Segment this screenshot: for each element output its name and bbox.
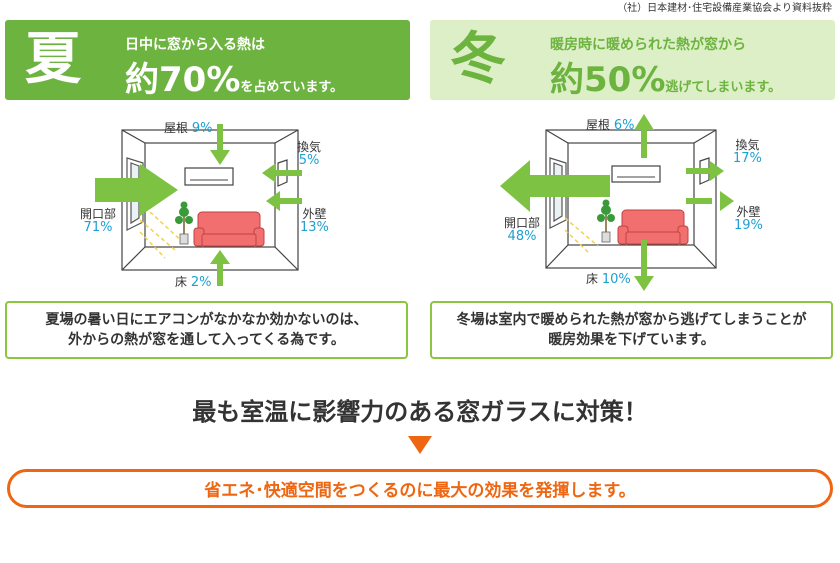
summer-arrow-wall (278, 198, 302, 204)
conclusion-banner: 省エネ･快適空間をつくるのに最大の効果を発揮します。 (7, 469, 833, 508)
winter-banner-line2: 約50%逃げてしまいます。 (550, 52, 781, 101)
summer-arrow-vent (274, 170, 302, 176)
summer-label-floor: 床 2% (175, 275, 212, 290)
summer-banner: 夏 日中に窓から入る熱は 約70%を占めています。 (5, 20, 410, 100)
winter-caption-line2: 暖房効果を下げています。 (548, 332, 715, 348)
summer-caption: 夏場の暑い日にエアコンがなかなか効かないのは、 外からの熱が窓を通して入ってくる… (5, 301, 408, 359)
winter-kanji: 冬 (450, 27, 506, 92)
winter-percentage: 約50% (550, 60, 666, 100)
conclusion-text: 省エネ･快適空間をつくるのに最大の効果を発揮します。 (204, 481, 636, 501)
winter-banner-line1: 暖房時に暖められた熱が窓から (550, 37, 746, 53)
winter-label-floor: 床 10% (586, 272, 631, 287)
summer-banner-suffix: を占めています。 (240, 80, 344, 95)
winter-banner-suffix: 逃げてしまいます。 (665, 80, 782, 95)
summer-banner-line1: 日中に窓から入る熱は (125, 37, 265, 53)
headline: 最も室温に影響力のある窓ガラスに対策！ (192, 398, 648, 426)
summer-kanji: 夏 (25, 27, 81, 92)
summer-arrow-roof (217, 124, 223, 152)
winter-air-conditioner (611, 165, 661, 183)
winter-caption-line1: 冬場は室内で暖められた熱が窓から逃げてしまうことが (456, 312, 807, 328)
winter-arrow-roof (641, 128, 647, 158)
winter-room-diagram (500, 114, 734, 291)
summer-arrow-opening (95, 178, 140, 202)
winter-banner: 冬 暖房時に暖められた熱が窓から 約50%逃げてしまいます。 (430, 20, 835, 100)
summer-plant (175, 201, 193, 245)
summer-room-diagram (95, 124, 302, 286)
summer-banner-line2: 約70%を占めています。 (125, 52, 343, 101)
down-triangle-icon (408, 436, 432, 454)
winter-caption: 冬場は室内で暖められた熱が窓から逃げてしまうことが 暖房効果を下げています。 (430, 301, 833, 359)
winter-arrow-floor (641, 240, 647, 278)
summer-percentage: 約70% (125, 60, 241, 100)
summer-caption-line1: 夏場の暑い日にエアコンがなかなか効かないのは、 (45, 312, 368, 328)
winter-arrow-opening (562, 175, 610, 197)
summer-caption-line2: 外からの熱が窓を通して入ってくる為です。 (68, 332, 345, 348)
winter-label-roof: 屋根 6% (586, 118, 635, 133)
summer-label-roof: 屋根 9% (164, 121, 213, 136)
summer-air-conditioner (184, 167, 234, 186)
summer-arrow-floor (217, 262, 223, 286)
winter-arrow-wall (686, 198, 712, 204)
source-note: （社）日本建材･住宅設備産業協会より資料抜粋 (617, 3, 832, 14)
winter-sofa (617, 209, 689, 245)
winter-plant (597, 199, 615, 243)
summer-sofa (193, 211, 265, 247)
winter-arrow-vent (686, 168, 712, 174)
